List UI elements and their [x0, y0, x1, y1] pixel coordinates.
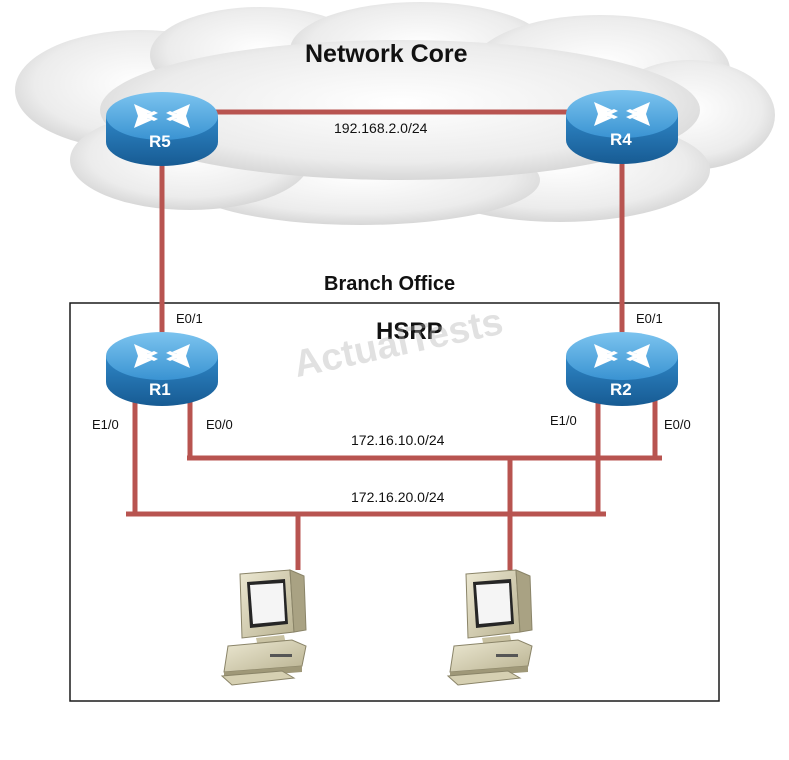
links	[126, 109, 662, 570]
r2-e00-port-label: E0/0	[664, 417, 691, 432]
lan-20-network-label: 172.16.20.0/24	[351, 489, 445, 505]
router-r2-label: R2	[610, 380, 632, 399]
core-network-label: 192.168.2.0/24	[334, 120, 428, 136]
pc-2-icon	[447, 569, 533, 686]
r2-e10-port-label: E1/0	[550, 413, 577, 428]
router-r4-label: R4	[610, 130, 632, 149]
r1-e01-port-label: E0/1	[176, 311, 203, 326]
branch-office-title: Branch Office	[324, 273, 456, 295]
router-r5	[106, 92, 218, 166]
lan-10-network-label: 172.16.10.0/24	[351, 432, 445, 448]
network-core-title: Network Core	[305, 40, 468, 68]
r1-e00-port-label: E0/0	[206, 417, 233, 432]
router-r5-label: R5	[149, 132, 171, 151]
pc-1-icon	[221, 569, 307, 686]
hsrp-label: HSRP	[376, 318, 443, 345]
router-r1-label: R1	[149, 380, 171, 399]
r2-e01-port-label: E0/1	[636, 311, 663, 326]
branch-office-box	[69, 302, 720, 702]
r1-e10-port-label: E1/0	[92, 417, 119, 432]
router-r4	[566, 90, 678, 164]
